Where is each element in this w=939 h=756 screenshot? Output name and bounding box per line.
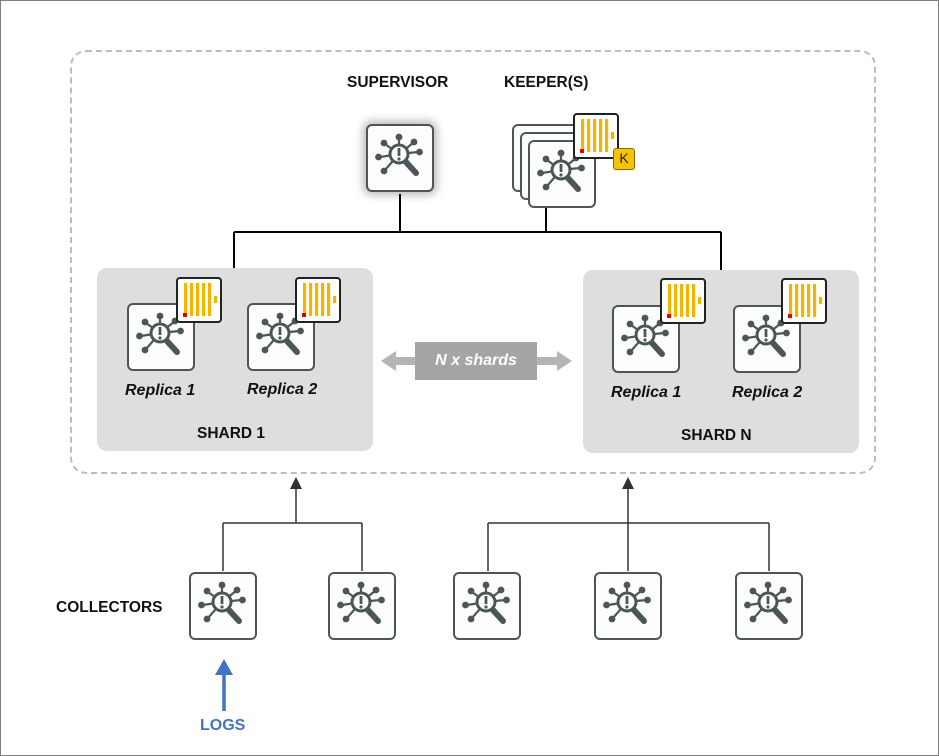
collectors-label: COLLECTORS [56, 599, 163, 616]
network-analysis-icon [459, 578, 515, 634]
network-analysis-icon [372, 130, 428, 186]
shard-n-replica-1-label: Replica 1 [611, 384, 682, 401]
shard-1-replica-1-label: Replica 1 [125, 382, 196, 399]
shard-1-replica-1-database-icon [176, 277, 222, 323]
keeper-badge: K [613, 148, 635, 170]
supervisor-node[interactable] [366, 124, 434, 192]
cluster-boundary [70, 50, 876, 474]
keepers-label: KEEPER(S) [504, 74, 589, 91]
shard-n-label: SHARD N [681, 427, 752, 444]
keeper-database-icon [573, 113, 619, 159]
control-plane-connectors [233, 194, 722, 271]
n-x-shards-arrow [381, 351, 572, 371]
network-analysis-icon [600, 578, 656, 634]
shard-1-label: SHARD 1 [197, 425, 266, 442]
logs-arrow [215, 659, 233, 711]
shard-n-replica-1-database-icon [660, 278, 706, 324]
collector-node-5[interactable] [735, 572, 803, 640]
collector-node-4[interactable] [594, 572, 662, 640]
shard-1-replica-2-label: Replica 2 [247, 381, 318, 398]
collector-node-3[interactable] [453, 572, 521, 640]
supervisor-label: SUPERVISOR [347, 74, 449, 91]
shard-n-replica-2-database-icon [781, 278, 827, 324]
collector-node-1[interactable] [189, 572, 257, 640]
logs-label: LOGS [200, 717, 246, 734]
network-analysis-icon [195, 578, 251, 634]
shard-1-replica-2-database-icon [295, 277, 341, 323]
collector-node-2[interactable] [328, 572, 396, 640]
collector-connectors [222, 477, 770, 571]
shard-n-replica-2-label: Replica 2 [732, 384, 803, 401]
network-analysis-icon [334, 578, 390, 634]
n-x-shards-banner: N x shards [415, 342, 537, 380]
network-analysis-icon [741, 578, 797, 634]
